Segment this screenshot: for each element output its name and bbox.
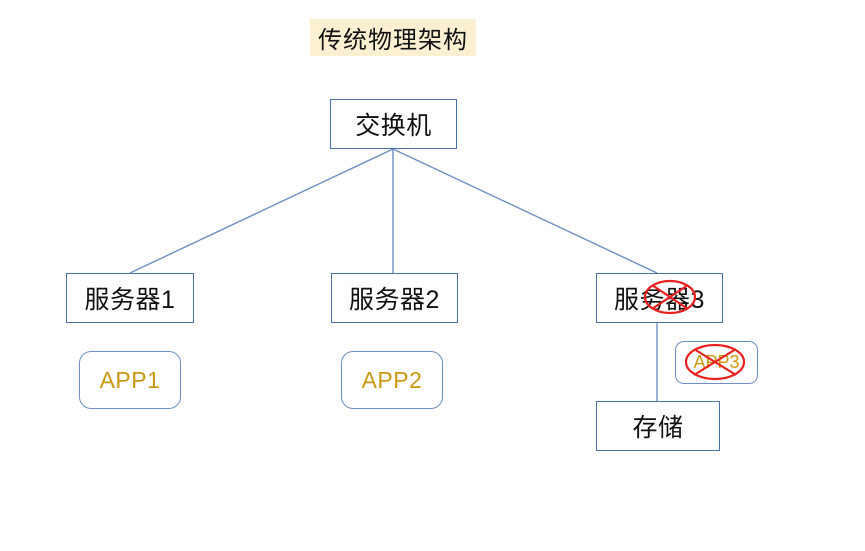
node-server2[interactable]: 服务器2 <box>331 273 458 323</box>
node-app2[interactable]: APP2 <box>341 351 443 409</box>
node-app3-label: APP3 <box>693 352 740 372</box>
node-server3-label: 服务器3 <box>614 286 705 314</box>
node-switch[interactable]: 交换机 <box>330 99 457 149</box>
node-server1-label: 服务器1 <box>84 286 176 314</box>
node-storage[interactable]: 存储 <box>596 401 720 451</box>
diagram-title-banner: 传统物理架构 <box>310 19 476 56</box>
node-server1[interactable]: 服务器1 <box>66 273 194 323</box>
node-app1[interactable]: APP1 <box>79 351 181 409</box>
node-switch-label: 交换机 <box>355 112 432 140</box>
edge-switch-to-server3 <box>392 148 658 274</box>
page-title: 传统物理架构 <box>318 27 468 54</box>
node-app2-label: APP2 <box>361 366 423 393</box>
node-storage-label: 存储 <box>632 414 684 442</box>
node-app3[interactable]: APP3 <box>675 341 758 384</box>
edge-switch-to-server1 <box>129 148 394 274</box>
node-server2-label: 服务器2 <box>349 286 440 314</box>
node-app1-label: APP1 <box>99 366 161 393</box>
node-server3[interactable]: 服务器3 <box>596 273 723 323</box>
